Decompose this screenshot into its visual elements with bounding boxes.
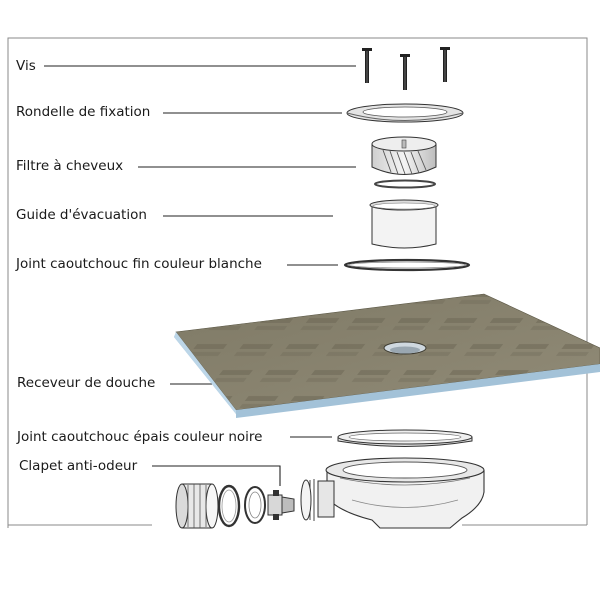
leader-lines — [44, 65, 356, 486]
hair-filter-drawing — [371, 136, 437, 175]
washer-drawing — [346, 103, 464, 123]
valve-drawing — [267, 490, 295, 520]
label-clapet: Clapet anti-odeur — [19, 458, 138, 474]
shower-tray-drawing — [174, 293, 600, 418]
small-ring-drawing — [374, 179, 436, 189]
label-vis: Vis — [16, 58, 36, 74]
frame-left-top — [7, 37, 588, 352]
label-guide: Guide d'évacuation — [16, 207, 147, 223]
drain-guide-drawing — [369, 199, 439, 249]
thick-gasket-drawing — [337, 429, 473, 447]
label-rondelle: Rondelle de fixation — [16, 104, 151, 120]
screws-drawing — [362, 47, 450, 90]
siphon-body-drawing — [300, 457, 485, 529]
label-joint-fin: Joint caoutchouc fin couleur blanche — [16, 256, 262, 272]
label-joint-epais: Joint caoutchouc épais couleur noire — [17, 429, 263, 445]
leader-clapet — [152, 465, 281, 486]
label-filtre: Filtre à cheveux — [16, 158, 124, 174]
label-receveur: Receveur de douche — [17, 375, 156, 391]
fittings-drawing — [175, 483, 266, 529]
thin-gasket-drawing — [343, 258, 471, 272]
